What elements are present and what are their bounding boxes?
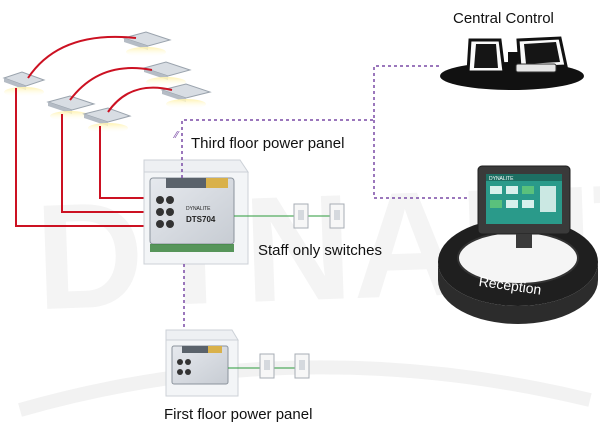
terminal-icon	[185, 359, 191, 365]
third-floor-panel-label: Third floor power panel	[191, 135, 345, 152]
first-floor-panel	[165, 329, 239, 397]
link-marker: ⁄⁄	[172, 130, 180, 141]
terminal-icon	[185, 369, 191, 375]
central-control-label: Central Control	[453, 10, 554, 27]
terminal-icon	[156, 196, 164, 204]
control-link-reception	[373, 120, 470, 199]
ceiling-light-icon	[142, 61, 192, 87]
ceiling-light-icon	[46, 95, 96, 121]
terminal-icon	[166, 196, 174, 204]
terminal-icon	[177, 369, 183, 375]
ceiling-light-icon	[2, 71, 46, 97]
central-control-computer-icon	[440, 36, 584, 90]
device-model: DTS704	[186, 215, 216, 224]
terminal-icon	[166, 208, 174, 216]
wall-switch-icon	[293, 203, 309, 229]
ceiling-light-icon	[160, 83, 212, 109]
power-wiring	[15, 35, 173, 227]
wall-switch-icon	[294, 353, 310, 379]
first-floor-panel-label: First floor power panel	[164, 406, 313, 423]
wall-switch-icon	[259, 353, 275, 379]
terminal-icon	[156, 220, 164, 228]
staff-switches-label: Staff only switches	[258, 242, 382, 259]
terminal-icon	[177, 359, 183, 365]
terminal-icon	[166, 220, 174, 228]
control-link-central	[181, 65, 440, 178]
touchscreen-panel: DYNALITE	[477, 165, 571, 248]
ceiling-light-icon	[122, 31, 172, 57]
ceiling-lights	[2, 31, 212, 133]
third-floor-panel: DYNALITE DTS704	[143, 159, 249, 265]
device-brand: DYNALITE	[186, 206, 211, 212]
touchscreen-title: DYNALITE	[489, 176, 514, 182]
ceiling-light-icon	[82, 107, 132, 133]
wall-switch-icon	[329, 203, 345, 229]
reception-desk	[438, 218, 598, 324]
terminal-icon	[156, 208, 164, 216]
